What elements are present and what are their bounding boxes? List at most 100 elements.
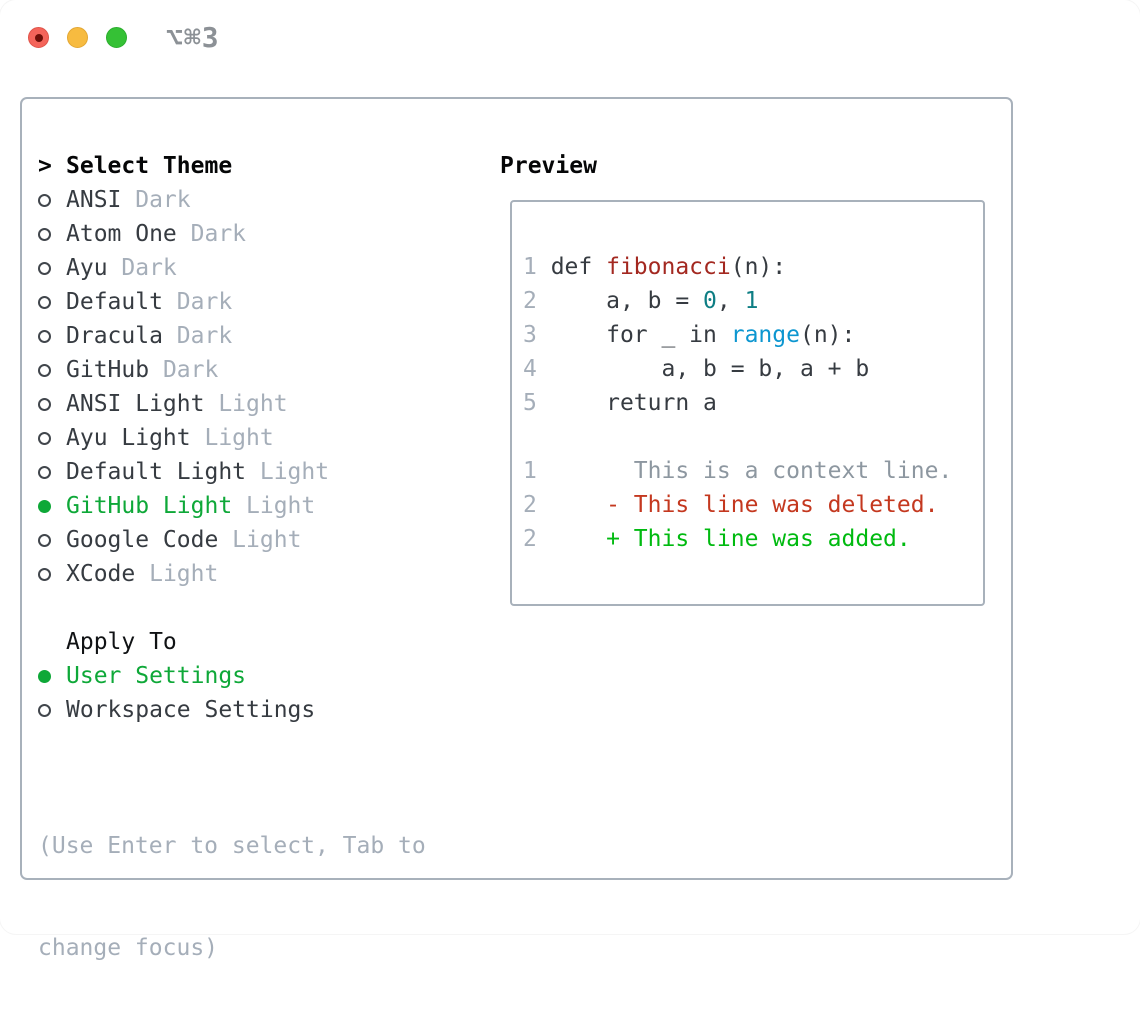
theme-variant: Dark <box>176 221 247 247</box>
code-segment: a, b = <box>550 288 704 314</box>
theme-option-ansi[interactable]: ANSI Dark <box>38 183 426 217</box>
radio-icon <box>38 533 51 547</box>
theme-option-ayu-light[interactable]: Ayu Light Light <box>38 421 426 455</box>
theme-variant: Dark <box>162 289 233 315</box>
theme-name: GitHub Light <box>66 493 233 519</box>
unsaved-indicator-icon <box>34 33 43 42</box>
theme-name: Default <box>66 289 163 315</box>
theme-variant: Light <box>218 527 302 553</box>
close-button[interactable] <box>28 27 49 48</box>
theme-name: Ayu Light <box>66 425 191 451</box>
code-segment: return a <box>550 390 717 416</box>
radio-icon <box>38 703 51 717</box>
theme-name: ANSI Light <box>66 391 205 417</box>
theme-variant: Dark <box>121 187 191 213</box>
apply-option-user-settings[interactable]: User Settings <box>38 659 426 693</box>
preview-line: 2 - This line was deleted. <box>523 488 983 522</box>
code-segment: def <box>550 254 607 280</box>
keyboard-hint: (Use Enter to select, Tab to change focu… <box>38 761 426 1033</box>
line-number: 2 <box>523 288 551 314</box>
radio-icon <box>38 465 51 479</box>
minimize-button[interactable] <box>67 27 88 48</box>
theme-name: XCode <box>66 561 136 587</box>
theme-option-github-light[interactable]: GitHub Light Light <box>38 489 426 523</box>
radio-icon <box>38 363 51 377</box>
apply-to-header: Apply To <box>66 629 177 655</box>
line-number: 1 <box>523 254 551 280</box>
preview-title: Preview <box>500 153 597 179</box>
theme-variant: Light <box>190 425 274 451</box>
theme-variant: Light <box>204 391 288 417</box>
apply-option-workspace-settings[interactable]: Workspace Settings <box>38 693 426 727</box>
theme-name: ANSI <box>66 187 122 213</box>
theme-variant: Light <box>135 561 219 587</box>
code-segment: a, b = b, a + b <box>550 356 870 382</box>
select-theme-title: Select Theme <box>66 153 233 179</box>
preview-line: 4 a, b = b, a + b <box>523 352 983 386</box>
theme-variant: Dark <box>107 255 177 281</box>
line-number: 2 <box>523 526 551 552</box>
selected-radio-icon <box>38 499 51 513</box>
preview-line: 1 def fibonacci(n): <box>523 250 983 284</box>
selected-radio-icon <box>38 669 51 683</box>
radio-icon <box>38 193 51 207</box>
prompt-icon: > <box>38 153 52 179</box>
radio-icon <box>38 329 51 343</box>
theme-option-google-code[interactable]: Google Code Light <box>38 523 426 557</box>
titlebar: ⌥⌘3 <box>0 0 1140 75</box>
code-segment: for _ in <box>550 322 731 348</box>
line-number: 5 <box>523 390 551 416</box>
theme-name: GitHub <box>66 357 150 383</box>
theme-option-github[interactable]: GitHub Dark <box>38 353 426 387</box>
theme-option-default[interactable]: Default Dark <box>38 285 426 319</box>
theme-option-ansi-light[interactable]: ANSI Light Light <box>38 387 426 421</box>
code-segment: 1 <box>744 288 759 314</box>
zoom-button[interactable] <box>106 27 127 48</box>
preview-line: 1 This is a context line. <box>523 454 983 488</box>
line-number: 1 <box>523 458 551 484</box>
code-segment: fibonacci <box>606 254 731 280</box>
window-title: ⌥⌘3 <box>166 21 220 54</box>
line-number: 3 <box>523 322 551 348</box>
theme-option-ayu[interactable]: Ayu Dark <box>38 251 426 285</box>
apply-option-label: Workspace Settings <box>66 697 316 723</box>
code-segment: - This line was deleted. <box>550 492 939 518</box>
hint-line: change focus) <box>38 935 219 961</box>
code-segment: , <box>716 288 745 314</box>
theme-name: Atom One <box>66 221 177 247</box>
code-segment: (n): <box>799 322 856 348</box>
code-segment: + This line was added. <box>550 526 911 552</box>
select-theme-header: > Select Theme <box>38 149 426 183</box>
hint-line: (Use Enter to select, Tab to <box>38 833 426 859</box>
line-number: 4 <box>523 356 551 382</box>
preview-line: 2 a, b = 0, 1 <box>523 284 983 318</box>
radio-icon <box>38 567 51 581</box>
code-segment: This is a context line. <box>550 458 953 484</box>
theme-name: Ayu <box>66 255 108 281</box>
theme-variant: Dark <box>149 357 219 383</box>
theme-option-default-light[interactable]: Default Light Light <box>38 455 426 489</box>
window-controls <box>28 27 127 48</box>
radio-icon <box>38 227 51 241</box>
theme-name: Default Light <box>66 459 247 485</box>
line-number: 2 <box>523 492 551 518</box>
theme-option-xcode[interactable]: XCode Light <box>38 557 426 591</box>
theme-option-atom-one[interactable]: Atom One Dark <box>38 217 426 251</box>
preview-line: 2 + This line was added. <box>523 522 983 556</box>
theme-option-dracula[interactable]: Dracula Dark <box>38 319 426 353</box>
theme-name: Google Code <box>66 527 219 553</box>
radio-icon <box>38 397 51 411</box>
radio-icon <box>38 261 51 275</box>
radio-icon <box>38 295 51 309</box>
radio-icon <box>38 431 51 445</box>
code-segment: range <box>730 322 800 348</box>
theme-variant: Dark <box>162 323 233 349</box>
apply-option-label: User Settings <box>66 663 247 689</box>
blank-line <box>523 420 983 454</box>
